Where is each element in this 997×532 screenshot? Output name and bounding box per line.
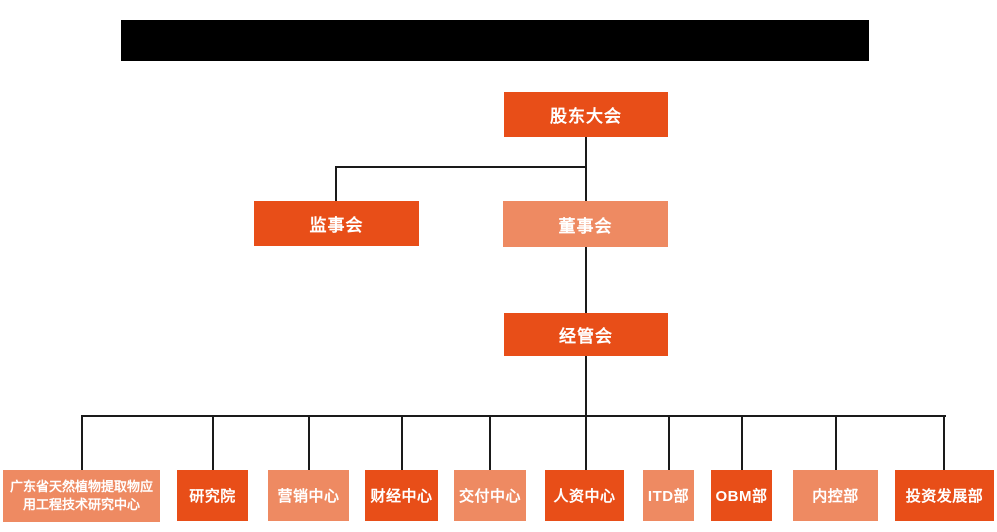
org-node-investment-development-department: 投资发展部 bbox=[895, 470, 994, 521]
connector-drop-dept-1 bbox=[81, 415, 83, 470]
org-node-label: 监事会 bbox=[309, 216, 364, 235]
org-node-management-committee: 经管会 bbox=[504, 313, 668, 356]
connector-to-supervisory bbox=[335, 166, 337, 201]
org-node-label: 经管会 bbox=[559, 327, 613, 346]
org-node-marketing-center: 营销中心 bbox=[268, 470, 349, 521]
org-node-label: 研究院 bbox=[189, 488, 236, 505]
org-node-label: ITD部 bbox=[647, 488, 690, 505]
org-node-label: 交付中心 bbox=[458, 488, 521, 505]
org-node-delivery-center: 交付中心 bbox=[454, 470, 526, 521]
org-node-shareholders-meeting: 股东大会 bbox=[504, 92, 668, 137]
org-node-label: 内控部 bbox=[812, 488, 859, 505]
connector-departments-bus bbox=[81, 415, 946, 417]
org-node-label: 董事会 bbox=[558, 216, 613, 236]
org-node-label: 投资发展部 bbox=[905, 488, 984, 505]
connector-drop-dept-2 bbox=[212, 415, 214, 470]
org-node-label: OBM部 bbox=[715, 488, 768, 505]
connector-drop-dept-9 bbox=[835, 415, 837, 470]
connector-drop-dept-8 bbox=[741, 415, 743, 470]
connector-root-to-board bbox=[585, 137, 587, 201]
org-node-label: 广东省天然植物提取物应用工程技术研究中心 bbox=[9, 479, 153, 512]
org-node-finance-center: 财经中心 bbox=[365, 470, 438, 521]
connector-drop-dept-3 bbox=[308, 415, 310, 470]
org-node-label: 股东大会 bbox=[550, 107, 622, 126]
connector-drop-dept-6 bbox=[585, 415, 587, 470]
connector-drop-dept-5 bbox=[489, 415, 491, 470]
connector-drop-dept-4 bbox=[401, 415, 403, 470]
connector-drop-dept-10 bbox=[943, 415, 945, 470]
connector-management-to-bus bbox=[585, 356, 587, 415]
connector-drop-dept-7 bbox=[668, 415, 670, 470]
org-node-supervisory-board: 监事会 bbox=[254, 201, 419, 246]
connector-branch-horizontal bbox=[335, 166, 587, 168]
org-node-internal-control-department: 内控部 bbox=[793, 470, 878, 521]
connector-board-to-management bbox=[585, 246, 587, 313]
redacted-title-bar bbox=[121, 20, 869, 61]
org-node-label: 财经中心 bbox=[370, 488, 433, 505]
org-node-label: 营销中心 bbox=[277, 488, 340, 505]
org-node-research-center: 广东省天然植物提取物应用工程技术研究中心 bbox=[3, 470, 160, 522]
org-node-hr-center: 人资中心 bbox=[545, 470, 624, 521]
org-node-research-institute: 研究院 bbox=[177, 470, 248, 521]
org-node-label: 人资中心 bbox=[553, 488, 616, 505]
org-node-board-of-directors: 董事会 bbox=[503, 201, 668, 247]
org-node-obm-department: OBM部 bbox=[711, 470, 772, 521]
org-node-itd-department: ITD部 bbox=[643, 470, 694, 521]
